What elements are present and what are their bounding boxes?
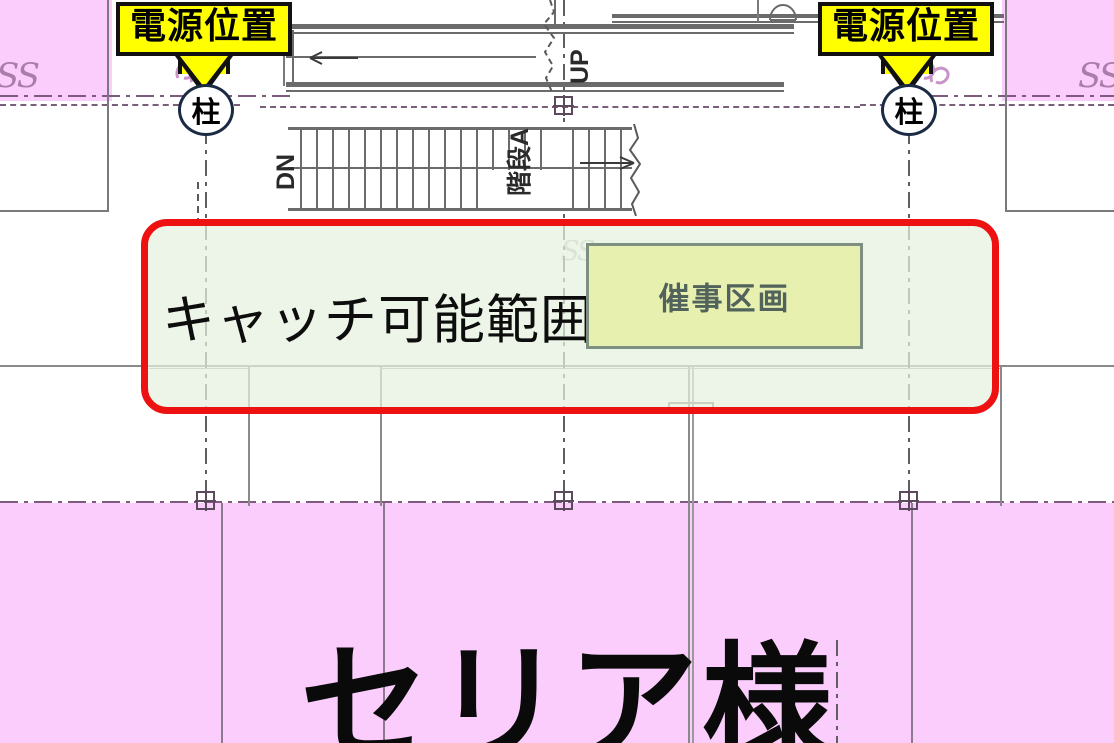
pillar-marker-right: 柱	[881, 84, 937, 136]
stair-tread	[540, 130, 542, 170]
break-line-symbol	[628, 124, 642, 216]
door-symbol-top	[769, 4, 797, 21]
wall-vert-c	[688, 366, 690, 743]
escalator-rail-7	[554, 0, 556, 26]
event-zone-label: 催事区画	[658, 281, 791, 318]
escalator-rail-4	[286, 56, 536, 58]
direction-arrow-right	[580, 156, 635, 170]
centerline-h-left-b	[0, 104, 240, 106]
break-line-symbol-2	[542, 0, 556, 93]
stair-tread	[476, 130, 478, 208]
power-position-callout-right: 電源位置	[818, 2, 995, 56]
escalator-rail-9	[612, 21, 1004, 23]
stair-down-label: DN	[272, 153, 300, 190]
escalator-rail-6	[286, 90, 784, 92]
tenant-fill-top-left	[0, 0, 112, 101]
wall-line-top-left	[0, 210, 108, 212]
wall-vert-left	[107, 0, 109, 212]
wall-vert-a	[248, 366, 250, 506]
stair-tread	[332, 130, 334, 208]
column-symbol-center-top	[553, 95, 574, 116]
wall-vert-c2	[692, 366, 694, 743]
stair-tread	[508, 130, 510, 170]
wall-vert-b	[380, 366, 382, 506]
stair-tread	[348, 130, 350, 208]
escalator-rail-5	[286, 82, 784, 87]
stair-tread	[396, 130, 398, 208]
stair-tread	[380, 130, 382, 208]
stair-tread	[300, 130, 302, 208]
centerline-v-bottom	[836, 640, 838, 743]
stair-tread	[364, 130, 366, 208]
wall-vert-right	[1005, 0, 1007, 212]
event-zone-box: 催事区画	[586, 243, 863, 349]
stair-tread	[412, 130, 414, 208]
column-symbol-left	[195, 490, 216, 511]
escalator-rail-8	[612, 14, 1004, 18]
tenant-fill-bottom	[0, 503, 1114, 743]
stair-tread	[428, 130, 430, 208]
stair-up-label: UP	[566, 49, 594, 84]
tenant-fill-top-right	[1002, 0, 1114, 101]
centerline-h-left-a	[0, 95, 290, 97]
ss-mark-right: SS	[1078, 56, 1114, 96]
escalator-end-left	[283, 28, 285, 86]
centerline-h-right-a	[930, 95, 1114, 97]
wall-vert-d	[1000, 366, 1002, 506]
tenant-name-label: セリア様	[300, 629, 837, 743]
wall-vert-g	[911, 503, 913, 743]
stair-tread	[492, 130, 494, 170]
stair-tread	[460, 130, 462, 208]
power-position-callout-left: 電源位置	[116, 2, 293, 56]
stair-tread	[444, 130, 446, 208]
pillar-marker-left: 柱	[178, 84, 234, 136]
escalator-rail-1	[286, 24, 794, 29]
column-symbol-right	[898, 490, 919, 511]
wall-line-top-right	[1006, 210, 1114, 212]
direction-arrow-left	[309, 51, 358, 65]
door-jamb-top	[757, 0, 759, 22]
column-symbol-center-low	[553, 490, 574, 511]
stair-tread	[588, 130, 590, 208]
escalator-rail-2	[286, 32, 794, 34]
stair-tread	[572, 130, 574, 208]
stair-tread	[524, 130, 526, 170]
ss-mark-left: SS	[0, 56, 40, 96]
stair-tread	[316, 130, 318, 208]
centerline-h-center	[260, 106, 860, 108]
centerline-h-right-b	[860, 104, 1114, 106]
stair-name-label: 階段A	[506, 127, 534, 196]
wall-vert-f	[383, 503, 385, 743]
centerline-h-lower	[0, 501, 1114, 503]
wall-vert-e	[221, 503, 223, 743]
stair-tread	[604, 130, 606, 208]
catch-range-label: キャッチ可能範囲	[162, 290, 594, 351]
